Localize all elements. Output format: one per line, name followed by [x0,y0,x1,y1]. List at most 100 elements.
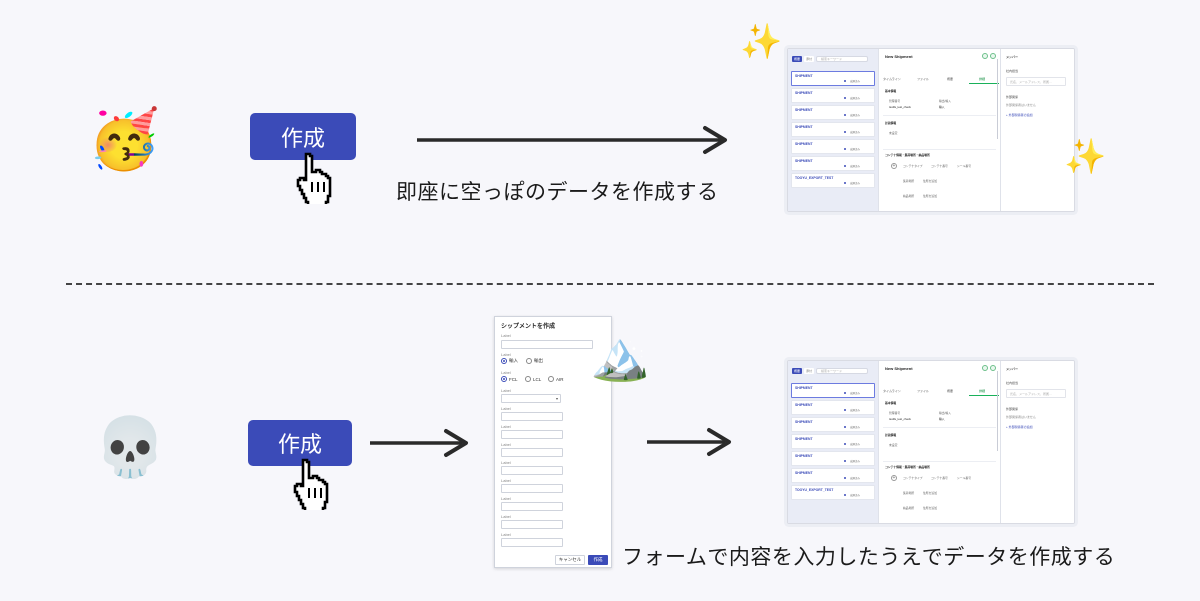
member-header: メンバー [1006,55,1019,59]
create-button-bottom[interactable]: 作成 [248,420,352,466]
text-input[interactable] [501,340,593,349]
text-input[interactable] [501,430,563,439]
tab-timeline[interactable]: タイムライン [883,77,901,81]
section-basic: 基本情報 [885,89,897,93]
search-input[interactable]: 検索キーワード [816,368,869,374]
member-search-input[interactable]: 氏名、メールアドレス、所属… [1006,77,1066,86]
status-indicators [982,365,996,371]
field-label: 輸出/輸入 [939,99,951,103]
skull-emoji: 💀 [94,413,167,481]
add-icon[interactable]: + [891,163,897,169]
tab-files[interactable]: ファイル [917,77,930,81]
arrow-top [417,126,727,154]
status-indicators [982,53,996,59]
owner-label: 社内担当 [1006,381,1019,385]
section-divider [66,283,1154,285]
field-label: 輸出/輸入 [939,411,951,415]
field-label: Label [501,496,511,501]
tab-timeline[interactable]: タイムライン [883,389,901,393]
tab-overview[interactable]: 概要 [792,56,803,62]
container-field: コンテナ番号 [931,164,948,168]
select-dropdown[interactable]: ▾ [501,394,561,403]
tab-summary[interactable]: 概要 [947,389,954,393]
pickup-value: 住所を追加 [923,491,937,495]
container-field: コンテナタイプ [903,164,923,168]
field-label: Label [501,388,511,393]
tab-summary[interactable]: 概要 [947,77,954,81]
field-label: Label [501,424,511,429]
text-input[interactable] [501,538,563,547]
external-label: 外部関係 [1006,95,1019,99]
field-value: tsuills_test_check [889,105,911,109]
tab-details[interactable]: 詳細 [979,77,986,81]
member-pane: メンバー 社内担当 氏名、メールアドレス、所属… 外部関係 外部関係者はいません… [1000,49,1074,211]
tab-details[interactable]: 詳細 [979,389,986,393]
section-container: コンテナ情報・集荷場所・納品場所 [885,465,930,469]
submit-button[interactable]: 作成 [588,555,608,565]
search-input[interactable]: 検索キーワード [816,56,869,62]
arrow-to-form [370,429,468,457]
section-plan: 計画情報 [885,121,897,125]
text-input[interactable] [501,484,563,493]
delivery-value: 住所を追加 [923,194,937,198]
add-icon[interactable]: + [891,475,897,481]
detail-title: New Shipment [885,366,913,371]
add-external-link[interactable]: + 外部関係者の追加 [1006,425,1033,429]
member-header: メンバー [1006,367,1019,371]
pickup-label: 集荷場所 [903,491,915,495]
external-label: 外部関係 [1006,407,1019,411]
field-value: tsuills_test_check [889,417,911,421]
text-input[interactable] [501,466,563,475]
radio-import[interactable]: 輸入 [501,358,518,364]
delivery-label: 納品場所 [903,506,915,510]
pickup-value: 住所を追加 [923,179,937,183]
radio-lcl[interactable]: LCL [525,376,541,382]
text-input[interactable] [501,412,563,421]
text-input[interactable] [501,448,563,457]
tab-files[interactable]: ファイル [917,389,930,393]
add-external-link[interactable]: + 外部関係者の追加 [1006,113,1033,117]
create-button-top[interactable]: 作成 [250,113,356,160]
text-input[interactable] [501,502,563,511]
radio-fcl[interactable]: FCL [501,376,518,382]
text-input[interactable] [501,520,563,529]
chevron-down-icon: ▾ [555,396,558,401]
radio-air[interactable]: AIR [548,376,564,382]
member-search-input[interactable]: 氏名、メールアドレス、所属… [1006,389,1066,398]
tab-attachments[interactable]: 添付 [804,56,815,62]
member-pane: メンバー 社内担当 氏名、メールアドレス、所属… 外部関係 外部関係者はいません… [1000,361,1074,523]
tab-overview[interactable]: 概要 [792,368,803,374]
field-label: Label [501,478,511,483]
container-field: コンテナタイプ [903,476,923,480]
sparkles-icon: ✨ [1064,137,1107,177]
sparkles-icon: ✨ [740,22,783,62]
field-value: 輸入 [939,417,945,421]
cancel-button[interactable]: キャンセル [555,555,585,565]
container-field: コンテナ番号 [931,476,948,480]
plan-value: 未設定 [889,131,898,135]
caption-top: 即座に空っぽのデータを作成する [396,180,719,204]
external-note: 外部関係者はいません [1006,415,1036,419]
section-basic: 基本情報 [885,401,897,405]
tab-attachments[interactable]: 添付 [804,368,815,374]
field-label: 管理番号 [889,411,901,415]
radio-export[interactable]: 輸出 [526,358,543,364]
